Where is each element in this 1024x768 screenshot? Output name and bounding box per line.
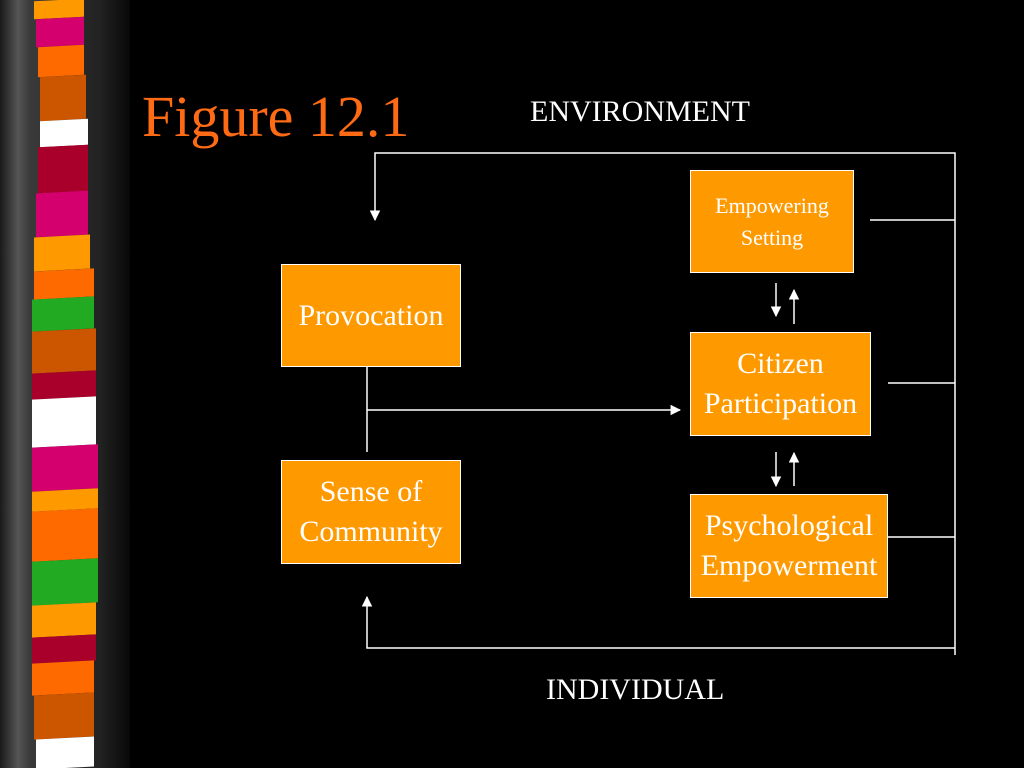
citizen-participation-box: Citizen Participation xyxy=(690,332,871,436)
sense-of-community-line1: Sense of xyxy=(319,475,423,508)
citizen-participation-line2: Participation xyxy=(703,387,858,420)
citizen-participation-line1: Citizen xyxy=(737,347,824,380)
provocation-box: Provocation xyxy=(281,264,461,367)
empowering-setting-box: Empowering Setting xyxy=(690,170,854,273)
empowering-setting-line2: Setting xyxy=(740,224,804,250)
provocation-label: Provocation xyxy=(298,298,444,332)
psychological-empowerment-line1: Psychological xyxy=(704,509,874,542)
environment-feedback-line xyxy=(369,152,956,655)
psychological-empowerment-line2: Empowerment xyxy=(700,549,878,582)
individual-label: INDIVIDUAL xyxy=(546,673,725,706)
environment-label: ENVIRONMENT xyxy=(530,95,750,128)
psychological-empowerment-box: Psychological Empowerment xyxy=(690,494,888,598)
empowering-setting-line1: Empowering xyxy=(715,192,829,218)
individual-feedback-line xyxy=(361,595,955,649)
sense-of-community-line2: Community xyxy=(299,515,443,548)
sense-of-community-box: Sense of Community xyxy=(281,460,461,564)
slide-title: Figure 12.1 xyxy=(142,84,410,149)
